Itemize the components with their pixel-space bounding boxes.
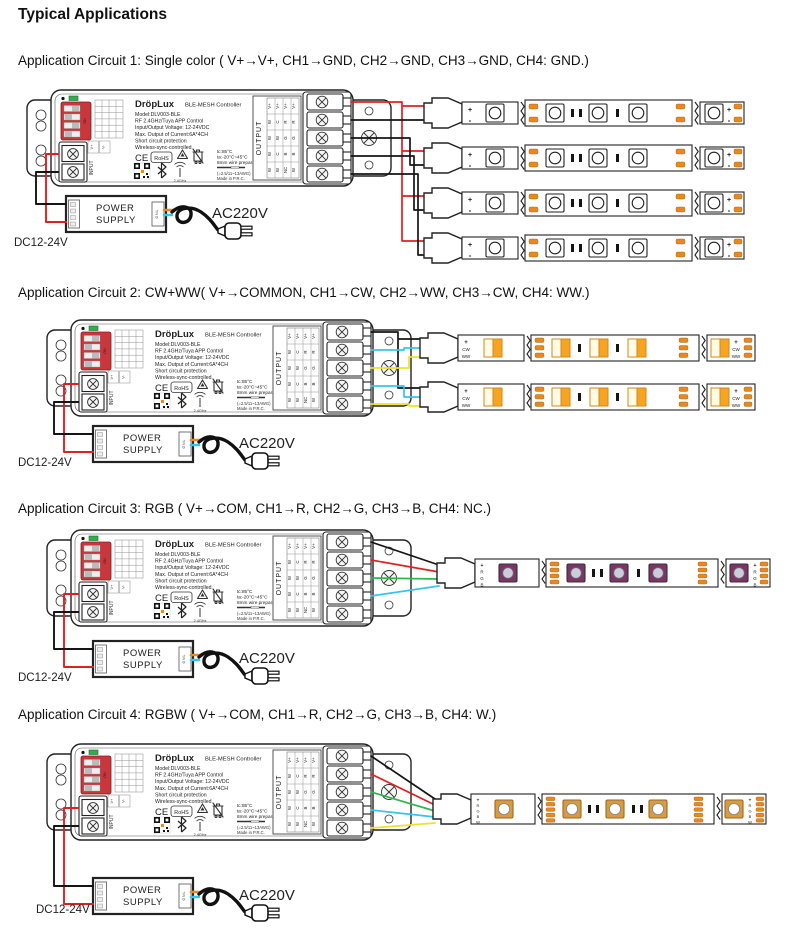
circuit-2-heading: Application Circuit 2: CW+WW( V+→COMMON,… [18,285,590,300]
cw2-wire [370,385,423,398]
white-channel-wire [370,822,436,829]
page-title: Typical Applications [18,6,167,23]
green-channel-wire [370,791,436,812]
ch4-wire [350,173,427,256]
dc-negative-wire [53,611,94,650]
dc-voltage-label: DC12-24V [36,904,90,916]
blue-channel-wire [370,809,436,818]
dc-negative-wire [53,401,94,435]
circuit-4-diagram: DC12-24V [36,743,766,923]
ch2-wire [350,137,427,166]
ww2-wire [370,403,423,407]
common-wire [370,541,440,566]
dc-negative-wire [35,171,67,205]
circuit-3-heading: Application Circuit 3: RGB ( V+→COM, CH1… [18,501,491,516]
dc-positive-wire [63,807,94,905]
cw1-wire [370,347,423,351]
dc-voltage-label: DC12-24V [18,672,72,684]
circuit-4-heading: Application Circuit 4: RGBW ( V+→COM, CH… [18,707,497,722]
blue-channel-wire [370,585,440,597]
dc-positive-wire [63,383,94,453]
common-wire [370,331,423,389]
dc-voltage-label: DC12-24V [14,237,68,249]
red-channel-wire [370,559,440,573]
ch3-wire [350,155,427,211]
circuit-1-heading: Application Circuit 1: Single color ( V+… [18,53,589,68]
red-channel-wire [370,773,436,806]
vplus-bus-wire [350,101,427,242]
common-wire [370,755,436,800]
dc-positive-wire [45,153,67,223]
circuit-2-diagram: DC12-24V [18,319,755,471]
dc-voltage-label: DC12-24V [18,457,72,469]
dc-negative-wire [53,825,94,887]
circuit-1-diagram: DC12-24V [14,89,744,263]
circuit-3-diagram: DC12-24V [18,529,770,686]
green-channel-wire [370,577,440,580]
ww1-wire [370,356,423,369]
dc-positive-wire [63,593,94,668]
